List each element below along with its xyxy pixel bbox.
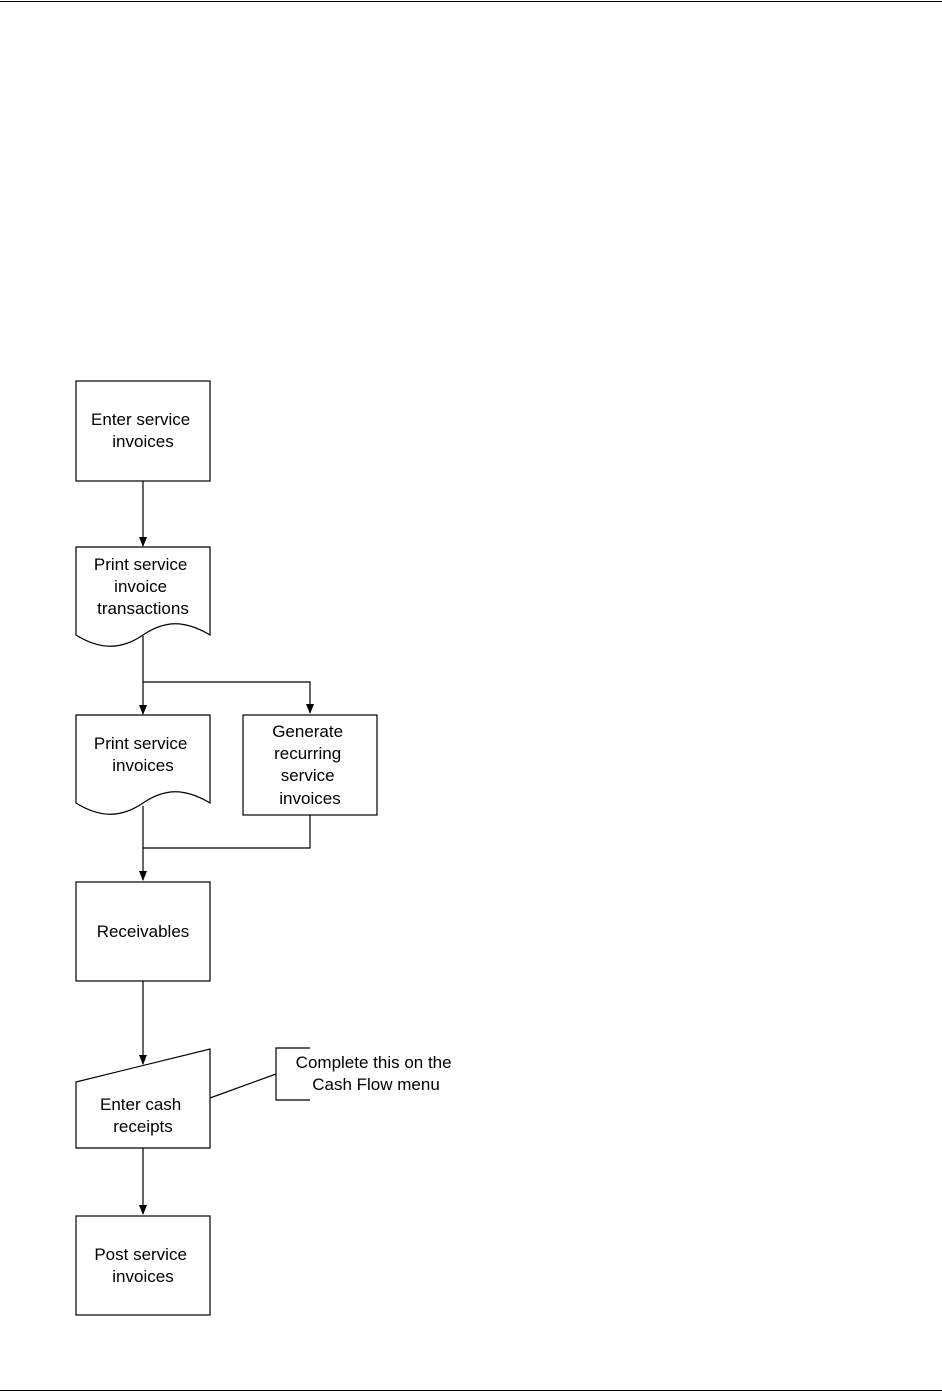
label-line: recurring	[274, 744, 341, 763]
label-line: transactions	[97, 599, 189, 618]
label-line: receipts	[113, 1117, 173, 1136]
label-line: Print service	[94, 734, 188, 753]
document-shape-print-service-invoice-transactions	[75, 546, 211, 647]
label-line: invoices	[279, 789, 340, 808]
label-print-service-invoices: Print service invoices	[94, 734, 192, 775]
process-box-generate-recurring-service-invoices	[242, 714, 378, 816]
label-line: Receivables	[97, 922, 190, 941]
annotation-line: Cash Flow menu	[312, 1075, 440, 1094]
label-line: Print service	[94, 555, 188, 574]
document-shape-print-service-invoices	[75, 714, 211, 815]
label-line: service	[281, 766, 335, 785]
annotation-bracket	[275, 1047, 310, 1101]
manual-input-shape-enter-cash-receipts	[75, 1048, 211, 1149]
connector-generate-recurring-to-receivables	[143, 815, 311, 849]
label-enter-cash-receipts: Enter cash receipts	[100, 1095, 186, 1136]
label-post-service-invoices: Post service invoices	[94, 1245, 191, 1286]
annotation-text: Complete this on the Cash Flow menu	[296, 1053, 457, 1094]
bottom-rule	[0, 1390, 942, 1391]
label-enter-service-invoices: Enter service invoices	[91, 410, 195, 451]
annotation-line: Complete this on the	[296, 1053, 452, 1072]
process-box-receivables	[75, 881, 211, 982]
label-line: invoices	[112, 1267, 173, 1286]
label-line: invoice	[114, 577, 167, 596]
label-line: Post service	[94, 1245, 187, 1264]
label-generate-recurring-service-invoices: Generate recurring service invoices	[272, 722, 348, 808]
process-box-post-service-invoices	[75, 1215, 211, 1316]
label-line: invoices	[112, 756, 173, 775]
top-rule	[0, 1, 942, 2]
connector-transactions-to-generate-recurring	[143, 681, 314, 714]
label-receivables: Receivables	[97, 922, 190, 941]
label-line: invoices	[112, 432, 173, 451]
label-line: Enter cash	[100, 1095, 181, 1114]
label-line: Generate	[272, 722, 343, 741]
process-box-enter-service-invoices	[75, 380, 211, 482]
annotation-connector	[209, 1073, 277, 1099]
label-line: Enter service	[91, 410, 190, 429]
label-print-service-invoice-transactions: Print service invoice transactions	[94, 555, 192, 618]
